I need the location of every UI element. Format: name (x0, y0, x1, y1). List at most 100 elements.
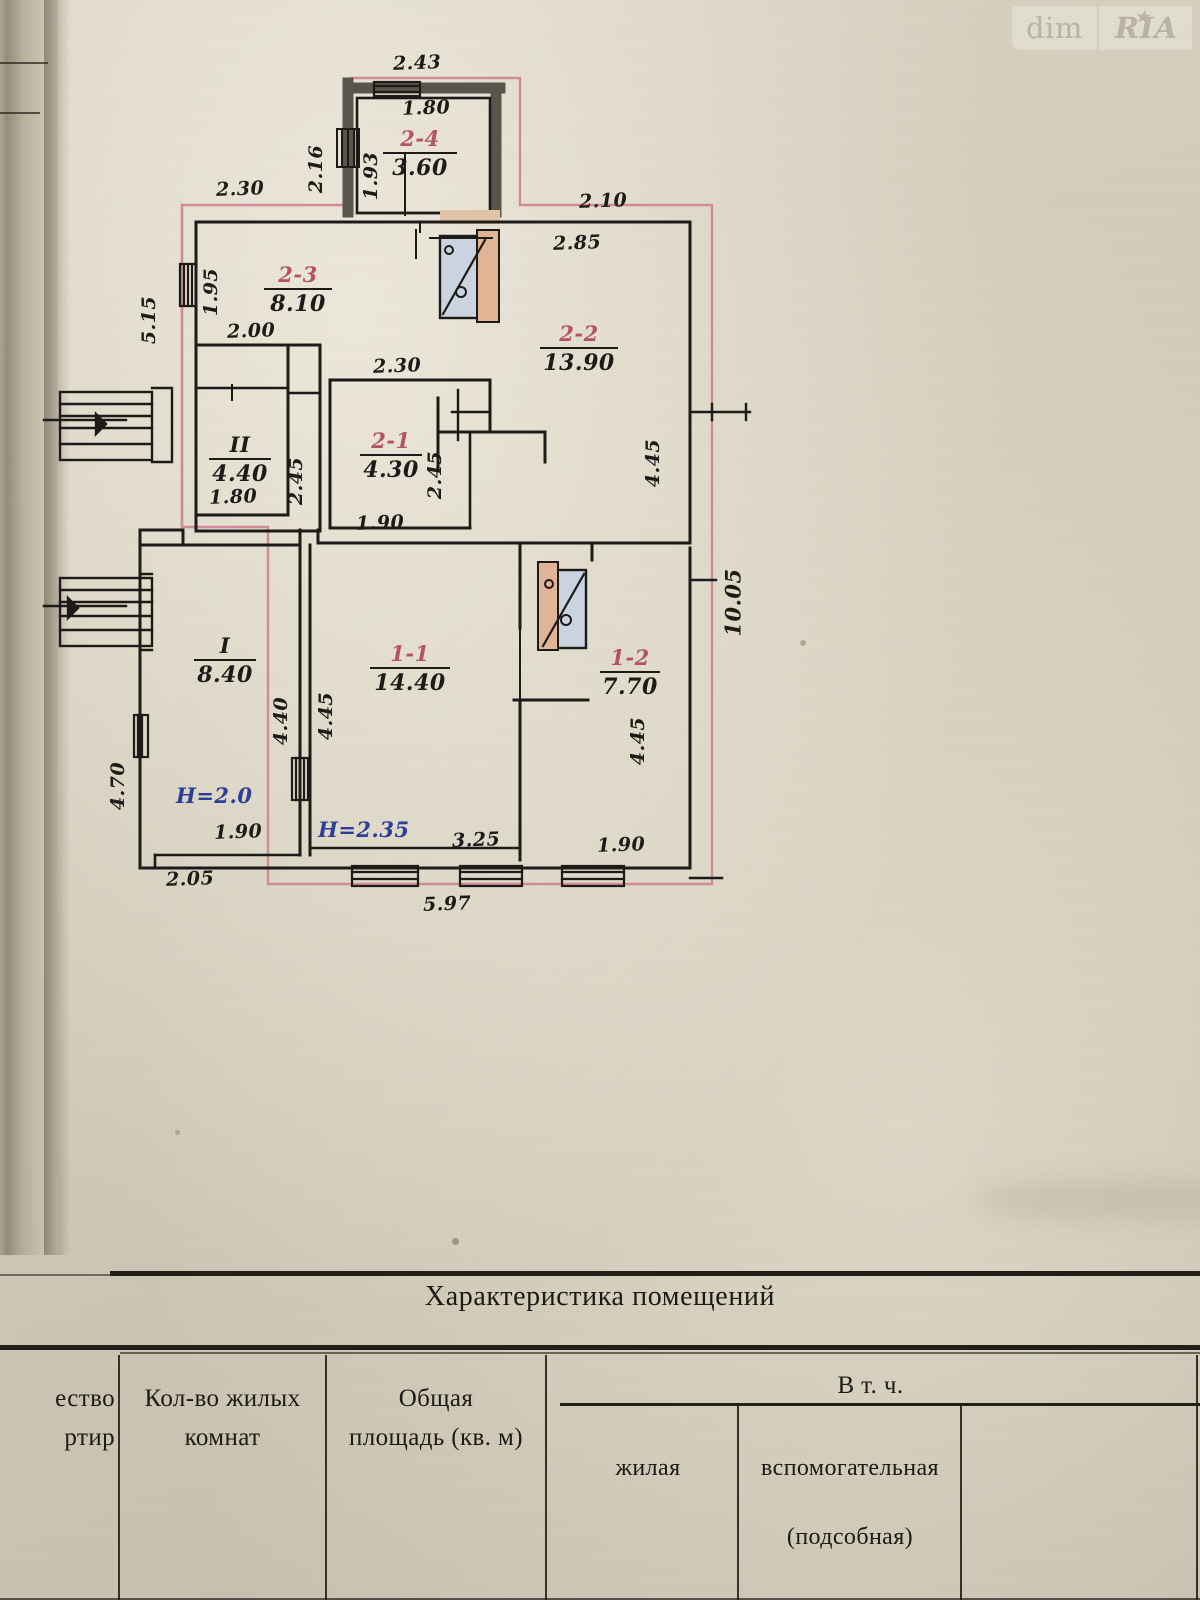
room-divider (194, 659, 256, 661)
table-title-rule (0, 1345, 1200, 1350)
room-label-1-1: 1-1 14.40 (370, 641, 450, 696)
gutter-rule (0, 62, 48, 64)
table-header-auxiliary: вспомогательная (подсобная) (740, 1450, 960, 1556)
table-header-count: ество ртир (0, 1380, 115, 1458)
dim-room-I-vert: 4.40 (270, 696, 292, 746)
room-divider (360, 454, 422, 456)
dim-bottom-overall: 5.97 (422, 892, 472, 916)
dim-right-upper: 4.45 (642, 438, 664, 488)
room-number: I (219, 633, 231, 658)
room-number: 2-4 (400, 126, 440, 151)
star-icon: ★ (1134, 7, 1151, 26)
room-number: 1-2 (610, 645, 650, 670)
room-label-2-1: 2-1 4.30 (360, 428, 422, 483)
book-binding-gutter (0, 0, 58, 1255)
column-separator (545, 1355, 547, 1600)
table-header-total-area: Общая площадь (кв. м) (327, 1380, 545, 1458)
dim-room11-vert: 4.45 (315, 691, 337, 741)
room-area: 13.90 (543, 350, 615, 376)
table-title-rule-2 (120, 1352, 1200, 1354)
window-room-I-right (290, 756, 310, 802)
dim-bottom-mid: 3.25 (451, 828, 501, 852)
dimension-ticks-right (688, 402, 752, 880)
dimension-frame-red (180, 76, 714, 886)
dim-right-overall: 10.05 (720, 568, 746, 637)
table-header-living: жилая (560, 1450, 736, 1487)
dim-top-right-inner: 2.85 (552, 231, 602, 255)
window-room-I-left (132, 713, 150, 759)
dim-room21-inner-vert: 2.45 (424, 450, 446, 500)
room-number: 1-1 (390, 641, 430, 666)
dim-bottom-left-inner: 1.90 (213, 820, 263, 844)
room-II-walls (194, 343, 290, 517)
room-area: 3.60 (392, 155, 448, 181)
room-divider (540, 347, 618, 349)
window-bottom-3 (560, 864, 626, 888)
gutter-rule (0, 112, 40, 114)
binding-shadow (44, 0, 70, 1255)
group-header-vtch: В т. ч. (837, 1372, 904, 1399)
table-top-rule (110, 1271, 1200, 1276)
dim-left-outer-upper: 5.15 (138, 295, 160, 345)
annex-door-hatch (336, 128, 360, 168)
room-number: 2-2 (559, 321, 599, 346)
column-separator (960, 1403, 962, 1600)
wall-2-3-bottom (194, 343, 322, 402)
dim-annex-door: 1.80 (401, 96, 451, 120)
room-label-1-2: 1-2 7.70 (600, 645, 660, 700)
dim-room23-bottom: 2.00 (226, 319, 276, 343)
dim-left-outer-lower: 4.70 (107, 761, 129, 811)
dim-room-II-bottom: 1.80 (208, 485, 258, 509)
column-separator (737, 1403, 739, 1600)
watermark-ria-label: ★ RIA (1098, 6, 1192, 50)
stairs-upper-left (42, 386, 174, 464)
room-divider (370, 667, 450, 669)
room-area: 8.40 (197, 662, 253, 688)
dim-mid-vert-upper: 2.45 (285, 456, 307, 506)
room-area: 8.10 (270, 291, 326, 317)
dim-upper-left-window: 1.95 (200, 267, 222, 317)
room-area: 4.40 (212, 461, 268, 487)
height-note-left: H=2.0 (176, 783, 253, 808)
table-bottom-rule (0, 1598, 1200, 1600)
room-2-1-walls (328, 378, 547, 530)
dim-top-right: 2.10 (578, 189, 628, 213)
dim-upper-left: 2.30 (215, 177, 265, 201)
dim-room21-bottom: 1.90 (355, 511, 405, 535)
dim-bottom-left-outer: 2.05 (165, 867, 215, 891)
height-note-mid: H=2.35 (318, 817, 410, 842)
window-bottom-2 (458, 864, 524, 888)
floor-plan-drawing: 2.43 1.80 2.16 1.93 2.30 1.95 5.15 2.00 … (42, 51, 752, 916)
table-header-rooms: Кол-во жилых комнат (120, 1380, 325, 1458)
dim-annex-left-outer: 2.16 (305, 144, 327, 194)
stairs-lower-left (42, 572, 154, 652)
room-divider (209, 458, 271, 460)
wall-1-1-1-2 (512, 541, 594, 862)
room-area: 4.30 (363, 457, 419, 483)
room-label-2-4: 2-4 3.60 (383, 126, 457, 181)
dim-top-annex: 2.43 (392, 51, 442, 75)
header-line-1: Общая (398, 1385, 474, 1412)
header-line-2: комнат (184, 1423, 261, 1451)
room-label-II: II 4.40 (209, 432, 271, 487)
table-title: Характеристика помещений (424, 1281, 776, 1312)
header-line-1: жилая (615, 1455, 681, 1481)
dim-annex-left-inner: 1.93 (360, 151, 382, 201)
annex-window (372, 80, 422, 98)
room-area: 7.70 (602, 674, 658, 700)
floor-plan-svg (42, 76, 752, 888)
header-line-1: Кол-во жилых (144, 1385, 301, 1412)
room-area: 14.40 (374, 670, 446, 696)
room-number: 2-3 (278, 262, 318, 287)
room-label-2-3: 2-3 8.10 (264, 262, 332, 317)
window-bottom-1 (350, 864, 420, 888)
window-2-3 (178, 262, 198, 308)
column-separator (325, 1355, 327, 1600)
watermark-dim-label: dim (1011, 6, 1097, 50)
group-header-rule (560, 1403, 1200, 1406)
room-divider (264, 288, 332, 290)
stove-symbol (438, 229, 500, 323)
room-label-I: I 8.40 (194, 633, 256, 688)
premises-characteristics-table: Характеристика помещений В т. ч. ество р… (0, 1255, 1200, 1600)
